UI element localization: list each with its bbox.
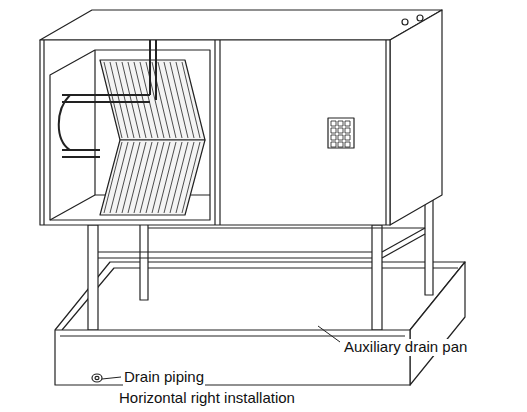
auxiliary-drain-pan-front (55, 262, 465, 385)
auxiliary-drain-pan-back (55, 262, 465, 330)
drain-pan-label: Auxiliary drain pan (343, 339, 468, 356)
drain-piping-label: Drain piping (123, 369, 205, 386)
caption: Horizontal right installation (118, 390, 296, 407)
air-handler-cabinet (40, 10, 442, 225)
drain-piping (92, 374, 102, 382)
